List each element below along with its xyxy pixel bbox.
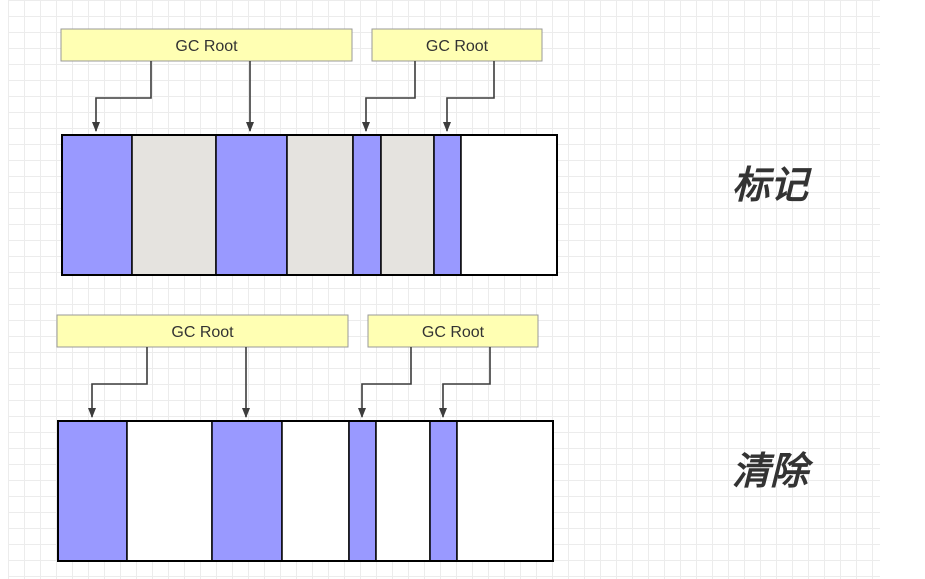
gc-root-label: GC Root [422,324,485,341]
reference-arrow [358,347,412,418]
memory-block-garbage [131,134,217,276]
memory-strip-border [61,134,558,276]
memory-strip [61,134,558,276]
memory-block-live [61,134,133,276]
memory-strip-border [57,420,554,562]
reference-arrow [92,61,152,132]
gc-root-box [60,28,353,62]
gc-root: GC Root [362,28,543,132]
memory-block-live [429,420,458,562]
memory-block-live [215,134,288,276]
reference-arrow [362,61,416,132]
memory-block-free [375,420,431,562]
reference-arrow [439,347,491,418]
gc-root-box [367,314,539,348]
memory-block-free [281,420,350,562]
gc-root-label: GC Root [171,324,234,341]
gc-root-label: GC Root [175,38,238,55]
phase-label: 标记 [732,163,812,207]
memory-block-free [460,134,558,276]
memory-block-garbage [380,134,435,276]
memory-block-live [433,134,462,276]
gc-root: GC Root [358,314,539,418]
memory-block-free [126,420,213,562]
memory-block-live [211,420,283,562]
panel-sweep: GC Root GC Root 清除 [56,314,814,562]
gc-root: GC Root [60,28,353,132]
gc-root-box [56,314,349,348]
reference-arrow [443,61,495,132]
phase-label: 清除 [732,449,814,493]
memory-strip [57,420,554,562]
gc-root: GC Root [56,314,349,418]
gc-root-label: GC Root [426,38,489,55]
gc-root-box [371,28,543,62]
memory-block-live [352,134,382,276]
memory-block-free [456,420,554,562]
memory-block-live [57,420,128,562]
reference-arrow [88,347,148,418]
panel-mark: GC Root GC Root 标记 [60,28,812,276]
memory-block-live [348,420,377,562]
memory-block-garbage [286,134,354,276]
